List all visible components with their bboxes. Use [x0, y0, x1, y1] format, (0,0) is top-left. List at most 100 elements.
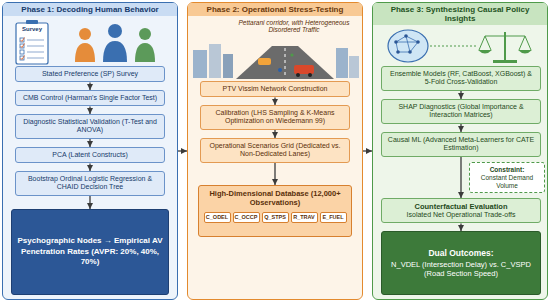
person-head [139, 28, 151, 40]
node-text: Psychographic Nodes → Empirical AV Penet… [16, 236, 164, 267]
process-box: PTV Vissim Network Construction [200, 81, 350, 97]
node-text: Operational Scenarios Grid (Dedicated vs… [205, 142, 345, 159]
node-text: CMB Control (Harman's Single Factor Test… [23, 94, 157, 102]
variable-chip: E_FUEL [320, 212, 347, 223]
scene-caption: Pettarani corridor, with Heterogeneous D… [231, 19, 357, 34]
node-text: Isolated Net Operational Trade-offs [407, 211, 516, 219]
network-node [396, 50, 400, 54]
flow-arrow [460, 157, 461, 198]
variable-chip: R_TRAV [291, 212, 318, 223]
scale-beam [479, 36, 531, 50]
process-box: Ensemble Models (RF, CatBoost, XGBoost) … [381, 66, 541, 91]
node-text: SHAP Diagnostics (Global Importance & In… [386, 103, 536, 120]
node-text: Q_STPS [264, 214, 287, 221]
process-box: Causal ML (Advanced Meta-Learners for CA… [381, 132, 541, 157]
panel-title: Phase 3: Synthesizing Causal Policy Insi… [373, 3, 547, 25]
survey-lines [27, 40, 44, 58]
flow-arrow [89, 163, 90, 171]
node-text: Stated Preference (SP) Survey [42, 70, 138, 78]
process-box: Stated Preference (SP) Survey [15, 66, 165, 82]
panel-ground [188, 3, 362, 299]
phase-panel: Phase 3: Synthesizing Causal Policy Insi… [372, 2, 548, 300]
person-body [103, 41, 127, 62]
building [349, 56, 359, 78]
node-text: Calibration (LHS Sampling & K-Means Opti… [205, 109, 345, 126]
motorbike-icon [290, 53, 293, 56]
person-body [135, 43, 155, 62]
node-text: Dual Outcomes: [428, 248, 493, 258]
phase-panel: Phase 2: Operational Stress-TestingPTV V… [187, 2, 363, 300]
process-box: Counterfactual EvaluationIsolated Net Op… [381, 198, 541, 223]
flow-arrow [89, 139, 90, 147]
process-box: SHAP Diagnostics (Global Importance & In… [381, 99, 541, 124]
flow-arrow [274, 97, 275, 105]
process-box: Diagnostic Statistical Validation (T-Tes… [15, 114, 165, 139]
process-box: Calibration (LHS Sampling & K-Means Opti… [200, 105, 350, 130]
database-box: High-Dimensional Database (12,000+ Obser… [198, 185, 352, 237]
flow-arrow [178, 150, 187, 151]
node-text: Constraint: [490, 166, 525, 174]
flow-arrow [460, 223, 461, 231]
wheel [308, 73, 312, 77]
node-text: Constant Demand Volume [474, 174, 540, 190]
motorbike-icon [278, 68, 282, 72]
output-box: Dual Outcomes: N_VDEL (Intersection Delay… [381, 231, 541, 295]
building [223, 54, 233, 78]
process-box: Bootstrap Ordinal Logistic Regression & … [15, 171, 165, 196]
variable-chip: Q_STPS [262, 212, 289, 223]
panel-title: Phase 1: Decoding Human Behavior [3, 3, 177, 16]
building [336, 48, 348, 78]
node-text: R_TRAV [293, 214, 316, 221]
flow-arrow [89, 82, 90, 90]
phase-panel: Phase 1: Decoding Human BehaviorStated P… [2, 2, 178, 300]
check-mark [21, 38, 25, 60]
flow-arrow [363, 150, 372, 151]
constraint-box: Constraint:Constant Demand Volume [469, 162, 545, 193]
icon-label: Survey [14, 26, 50, 33]
variable-chip: C_ODEL [204, 212, 231, 223]
lane-marking [285, 48, 286, 78]
building [193, 50, 207, 78]
node-text: N_VDEL (Intersection Delay) vs. C_VSPD (… [386, 260, 536, 278]
node-text: PTV Vissim Network Construction [223, 85, 328, 93]
node-text: C_ODEL [206, 214, 229, 221]
node-text: PCA (Latent Constructs) [52, 151, 127, 159]
variable-chip: C_OCCP [233, 212, 260, 223]
car-icon [258, 58, 271, 65]
person-head [108, 24, 122, 38]
process-box: Operational Scenarios Grid (Dedicated vs… [200, 138, 350, 163]
scale-pan [478, 50, 532, 54]
circuit-line [430, 46, 478, 47]
clipboard-clip [26, 20, 38, 24]
flow-arrow [89, 106, 90, 114]
node-text: E_FUEL [322, 214, 345, 221]
car-icon [294, 65, 314, 74]
node-text: Counterfactual Evaluation [415, 202, 508, 211]
network-node [408, 50, 412, 54]
process-box: CMB Control (Harman's Single Factor Test… [15, 90, 165, 106]
process-box: PCA (Latent Constructs) [15, 147, 165, 163]
scale-base [493, 60, 517, 63]
network-node [416, 40, 420, 44]
node-text: Diagnostic Statistical Validation (T-Tes… [20, 118, 160, 135]
panel-title: Phase 2: Operational Stress-Testing [188, 3, 362, 16]
output-box: Psychographic Nodes → Empirical AV Penet… [11, 209, 169, 295]
node-text: High-Dimensional Database (12,000+ Obser… [203, 189, 347, 207]
wheel [296, 73, 300, 77]
building [209, 44, 221, 78]
person-head [79, 28, 91, 40]
flow-arrow [460, 91, 461, 99]
brain-icon [388, 30, 428, 62]
network-node [404, 34, 408, 38]
node-text: Bootstrap Ordinal Logistic Regression & … [20, 175, 160, 192]
panel-ground [373, 3, 547, 299]
panel-ground [3, 3, 177, 299]
road [236, 46, 334, 79]
node-text: C_OCCP [235, 214, 258, 221]
network-node [394, 40, 398, 44]
flow-arrow [89, 196, 90, 209]
checkbox-icon [20, 50, 24, 54]
node-text: Ensemble Models (RF, CatBoost, XGBoost) … [386, 70, 536, 87]
person-body [75, 43, 95, 62]
